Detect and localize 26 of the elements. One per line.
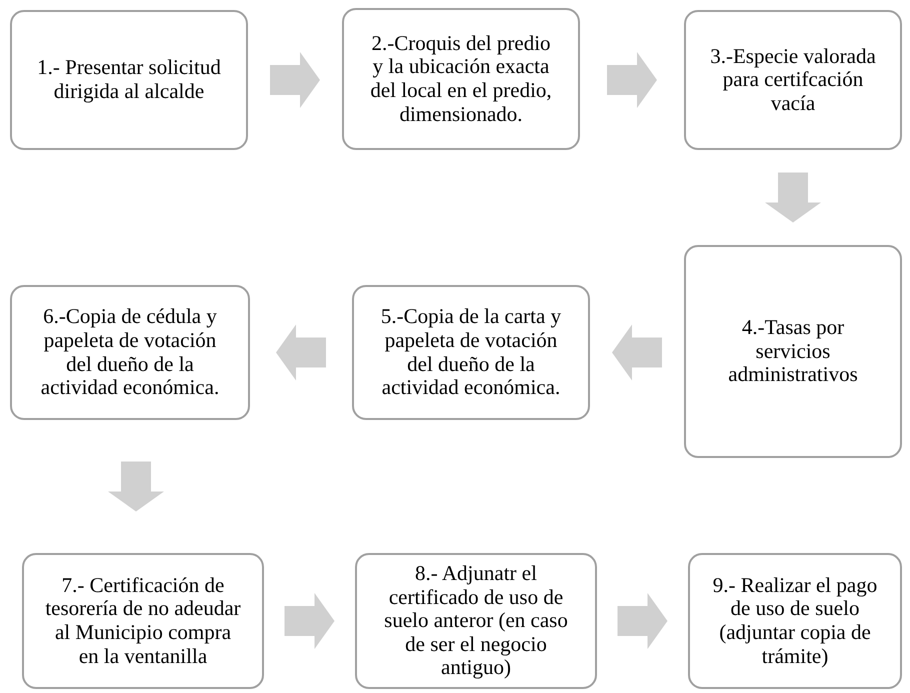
process-box — [10, 10, 248, 150]
process-box — [342, 8, 580, 150]
block-arrow — [607, 52, 657, 108]
step-text: 9.- Realizar el pago de uso de suelo (adjuntar copia de trámite) — [712, 574, 878, 668]
process-box — [688, 553, 902, 689]
process-box — [10, 285, 250, 420]
block-arrow — [618, 593, 668, 649]
block-arrow — [276, 324, 326, 380]
block-arrow — [765, 172, 821, 222]
process-box — [22, 553, 264, 689]
step-text: 3.-Especie valorada para certifcación vacía — [709, 44, 877, 116]
process-box — [355, 553, 597, 689]
step-text: 6.-Copia de cédula y papeleta de votación del dueño de la actividad económica. — [40, 305, 220, 400]
step-text: 7.- Certificación de tesorería de no adeudar al Municipio compra en la ventanilla — [44, 574, 242, 668]
process-box — [684, 10, 902, 150]
block-arrow — [108, 462, 164, 512]
process-box — [684, 245, 902, 458]
block-arrow — [284, 593, 334, 649]
step-text: 1.- Presentar solicitud dirigida al alcalde — [36, 56, 222, 104]
process-box — [352, 285, 590, 420]
step-text: 5.-Copia de la carta y papeleta de votación del dueño de la actividad económica. — [380, 305, 562, 400]
block-arrow — [612, 324, 662, 380]
step-text: 2.-Croquis del predio y la ubicación exacta del local en el predio, dimensionado. — [369, 32, 553, 126]
block-arrow — [270, 52, 320, 108]
step-text: 8.- Adjunatr el certificado de uso de suelo anteror (en caso de ser el negocio antiguo) — [383, 562, 569, 680]
step-text: 4.-Tasas por servicios administrativos — [727, 316, 859, 387]
